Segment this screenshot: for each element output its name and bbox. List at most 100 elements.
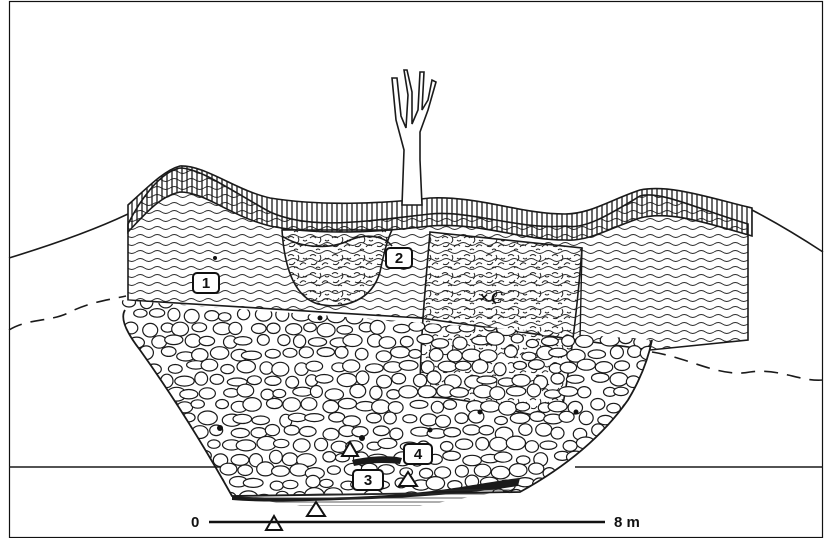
cobble-stone [350, 384, 366, 397]
cobble-stone [167, 491, 180, 503]
cobble-stone [455, 361, 471, 370]
cobble-stone [356, 371, 369, 385]
cobble-stone [152, 410, 164, 423]
cobble-stone [429, 348, 443, 361]
cobble-stone [241, 351, 261, 360]
cobble-stone [323, 400, 339, 412]
cobble-stone [427, 371, 441, 384]
cobble-stone [168, 365, 182, 374]
cobble-stone [377, 375, 392, 388]
cobble-stone [180, 451, 195, 462]
cobble-stone [129, 362, 146, 370]
cobble-stone [137, 378, 156, 387]
cobble-stone [409, 350, 422, 359]
cobble-stone [270, 450, 283, 463]
cobble-stone [418, 386, 436, 398]
cobble-stone [343, 416, 361, 427]
cobble-stone [335, 347, 348, 359]
cobble-stone [438, 361, 457, 372]
cobble-stone [172, 322, 189, 336]
cobble-stone [299, 347, 313, 358]
cobble-stone [542, 337, 559, 346]
cobble-stone [615, 489, 633, 502]
cobble-stone [392, 373, 406, 384]
cobble-stone [173, 425, 186, 437]
cobble-stone [162, 478, 176, 489]
cobble-stone [191, 400, 204, 408]
cobble-stone [265, 376, 281, 385]
cobble-stone [237, 384, 254, 397]
cobble-stone [617, 441, 632, 453]
cobble-stone [306, 475, 320, 487]
cobble-stone [325, 389, 343, 400]
cobble-stone [115, 466, 132, 480]
cobble-stone [646, 424, 664, 435]
cobble-stone [216, 400, 229, 409]
cobble-stone [317, 348, 334, 357]
cobble-stone [265, 425, 279, 436]
cobble-stone [511, 334, 523, 343]
cobble-stone [495, 416, 508, 424]
cobble-stone [551, 373, 564, 384]
cobble-stone [208, 440, 220, 448]
cobble-stone [658, 426, 674, 435]
cobble-stone [387, 390, 400, 399]
cobble-stone [529, 360, 545, 370]
cobble-stone [563, 441, 577, 452]
cobble-stone [306, 361, 323, 371]
cobble-stone [372, 400, 390, 414]
cobble-stone [490, 387, 505, 400]
cobble-stone [447, 350, 462, 362]
cobble-stone [592, 373, 609, 382]
cobble-stone [409, 321, 425, 331]
cobble-stone [645, 374, 665, 385]
cobble-stone [112, 361, 125, 370]
cobble-stone [474, 464, 491, 477]
cobble-stone [327, 466, 340, 474]
cobble-stone [373, 426, 389, 436]
cobble-stone [168, 308, 180, 321]
cobble-stone [641, 400, 653, 408]
cobble-stone [608, 477, 626, 491]
cobble-stone [453, 337, 467, 349]
cobble-stone [238, 308, 250, 320]
cobble-stone [283, 480, 298, 488]
cobble-stone [260, 362, 273, 374]
cobble-stone [560, 362, 576, 373]
label-3-text: 3 [364, 472, 372, 489]
cobble-stone [615, 361, 630, 371]
cobble-stone [506, 387, 525, 396]
cobble-stone [265, 349, 280, 358]
cobble-stone [444, 400, 457, 410]
cobble-stone [443, 451, 461, 460]
cobble-stone [595, 362, 612, 373]
cobble-stone [513, 361, 526, 369]
cobble-stone [417, 334, 433, 343]
cobble-stone [234, 337, 252, 345]
cobble-stone [150, 309, 165, 318]
cobble-stone [390, 428, 403, 440]
cobble-stone [420, 414, 437, 426]
cobble-stone [578, 387, 591, 398]
cobble-stone [238, 465, 253, 476]
cobble-stone [610, 451, 627, 461]
cobble-stone [506, 436, 525, 450]
cobble-stone [243, 478, 263, 487]
cobble-stone [286, 324, 302, 335]
cobble-stone [610, 346, 623, 359]
left-gravel-boundary [9, 296, 126, 330]
cobble-stone [343, 334, 362, 346]
cobble-stone [367, 413, 382, 423]
left-hill-outline [9, 214, 128, 258]
cobble-stone [399, 386, 418, 398]
cobble-stone [187, 491, 200, 501]
cobble-stone [379, 337, 396, 349]
cobble-stone [192, 323, 207, 332]
scale-end-label: 8 m [614, 514, 640, 531]
cobble-stone [536, 423, 552, 436]
label-4-text: 4 [414, 446, 423, 463]
cobble-stone [199, 336, 214, 345]
cobble-stone [119, 425, 138, 439]
cobble-stone [257, 462, 274, 476]
cobble-stone [614, 387, 629, 395]
